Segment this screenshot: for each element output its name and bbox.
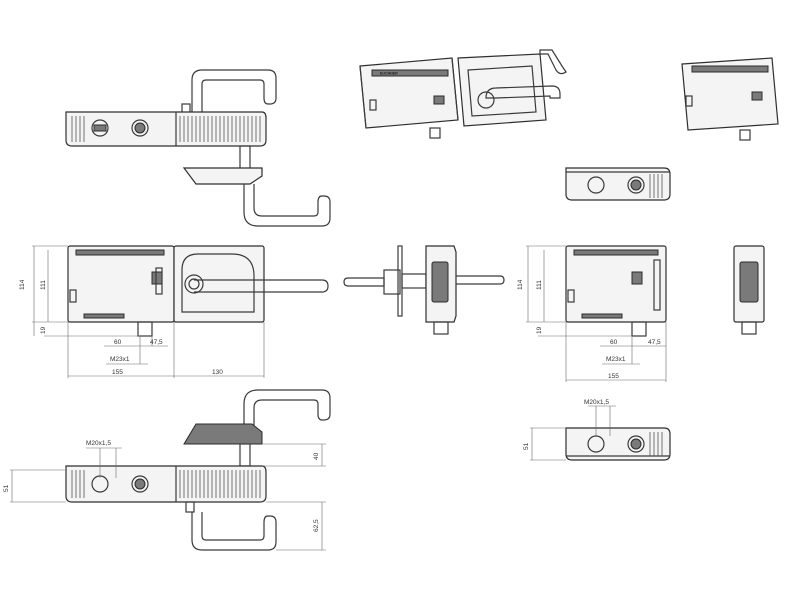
iso-left-body bbox=[359, 57, 459, 129]
iso-right-body bbox=[457, 53, 547, 127]
dim-51-right: 51 bbox=[523, 442, 530, 450]
bottom-right-body bbox=[565, 427, 671, 461]
dim-m20-left: M20x1,5 bbox=[86, 440, 111, 447]
bottom-dimensions bbox=[10, 443, 326, 551]
label-plate bbox=[93, 124, 107, 132]
body-ribs bbox=[71, 116, 261, 142]
bottom-handle-lower bbox=[191, 512, 277, 551]
middle-right-side-view bbox=[565, 167, 671, 201]
front-connector bbox=[137, 321, 153, 337]
dim-114: 114 bbox=[19, 279, 26, 290]
right-dim-60: 60 bbox=[610, 339, 618, 346]
iso-switch-body bbox=[681, 57, 779, 131]
connector-right bbox=[131, 119, 149, 137]
bottom-left-view: M20x1,5 51 40 62,5 bbox=[3, 389, 331, 551]
handle-bracket bbox=[182, 167, 263, 185]
middle-left-front-view: 114 111 19 60 47,5 M23x1 155 130 bbox=[19, 245, 329, 378]
door-handle-top bbox=[191, 69, 277, 112]
top-middle-iso-view: EUCHNER bbox=[359, 49, 567, 139]
right-front-body bbox=[565, 245, 667, 323]
dim-155: 155 bbox=[112, 369, 123, 376]
dim-47-5: 47,5 bbox=[150, 339, 163, 346]
middle-right-front-view: 114 111 19 60 47,5 M23x1 155 bbox=[517, 245, 765, 382]
dim-19: 19 bbox=[40, 326, 47, 334]
door-handle-lower bbox=[243, 184, 331, 227]
middle-end-view bbox=[343, 245, 505, 335]
front-handle-bar bbox=[194, 279, 329, 293]
right-front-dimensions bbox=[526, 245, 667, 382]
right-dim-155: 155 bbox=[608, 373, 619, 380]
dim-m23: M23x1 bbox=[110, 356, 130, 363]
iso-handle bbox=[485, 85, 561, 99]
dim-60: 60 bbox=[114, 339, 122, 346]
iso-connector-bottom bbox=[429, 127, 441, 139]
dim-62-5: 62,5 bbox=[313, 519, 320, 532]
front-actuator-body bbox=[173, 245, 265, 323]
top-left-view bbox=[65, 69, 331, 227]
dim-51-left: 51 bbox=[3, 484, 10, 492]
dim-130: 130 bbox=[212, 369, 223, 376]
bottom-right-dimensions bbox=[530, 405, 616, 461]
dim-m20-right: M20x1,5 bbox=[584, 399, 609, 406]
small-side-body bbox=[565, 167, 671, 201]
right-dim-114: 114 bbox=[517, 279, 524, 290]
dim-111: 111 bbox=[40, 280, 47, 290]
right-dim-47-5: 47,5 bbox=[648, 339, 661, 346]
iso-brand-label: EUCHNER bbox=[380, 72, 398, 76]
bottom-handle-top bbox=[243, 389, 331, 432]
top-right-iso-view bbox=[681, 57, 779, 141]
right-dim-111: 111 bbox=[536, 280, 543, 290]
end-handle-left bbox=[343, 277, 385, 287]
end-handle-right bbox=[456, 275, 505, 285]
right-dim-m23: M23x1 bbox=[606, 356, 626, 363]
connector-left bbox=[91, 119, 109, 137]
right-dim-19: 19 bbox=[536, 326, 543, 334]
front-dimensions bbox=[32, 245, 265, 378]
bottom-right-view: M20x1,5 51 bbox=[523, 399, 671, 461]
bottom-bracket bbox=[183, 423, 263, 445]
dim-40: 40 bbox=[313, 452, 320, 460]
bottom-ribs bbox=[71, 470, 261, 498]
handle-hub bbox=[184, 274, 204, 294]
